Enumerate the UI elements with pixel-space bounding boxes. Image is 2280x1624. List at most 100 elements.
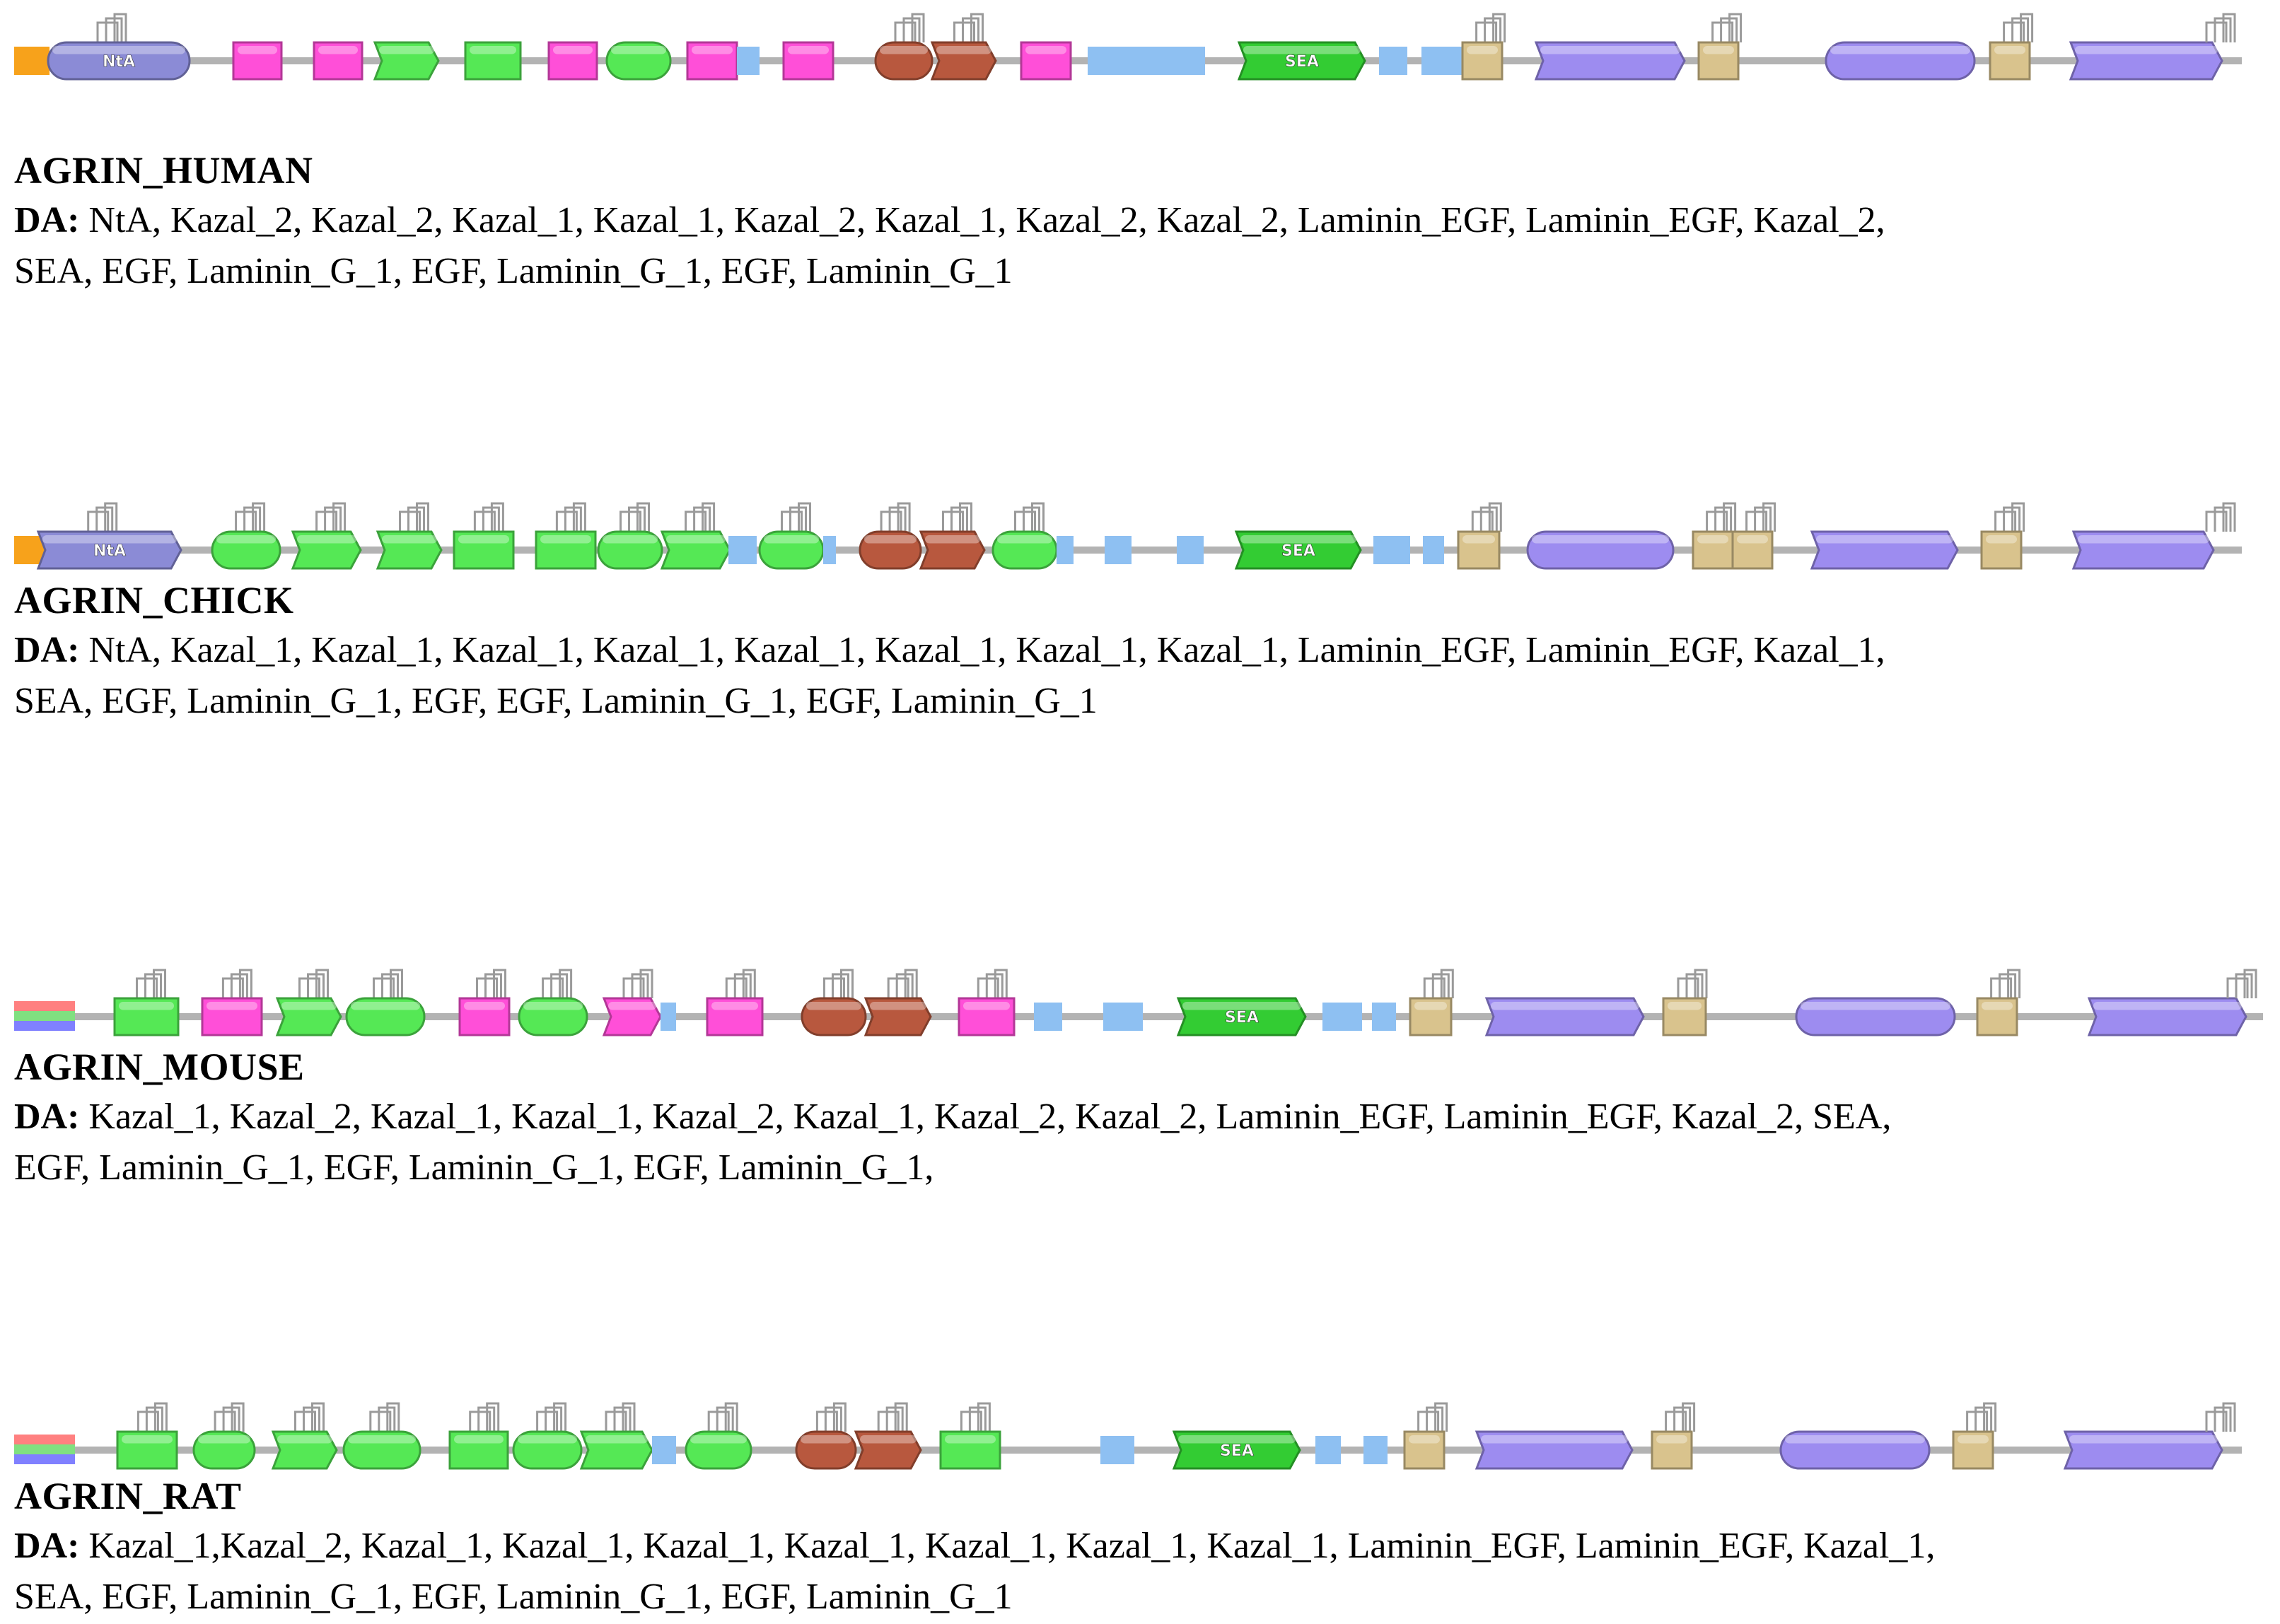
disulfide-bond-marker xyxy=(373,969,403,998)
domain-sheen xyxy=(1414,1002,1447,1010)
domain-sheen xyxy=(925,535,980,544)
domain-sheen xyxy=(1703,46,1734,54)
domain-track-mouse: SEA xyxy=(0,933,2280,1075)
domain-sheen xyxy=(348,1435,416,1444)
domain-laminin-egf xyxy=(874,41,933,81)
domain-low-complexity xyxy=(1421,47,1465,75)
domain-sheen xyxy=(1182,1002,1301,1010)
domain-egf xyxy=(1457,530,1501,570)
domain-egf xyxy=(1697,41,1740,81)
domain-kazal-1 xyxy=(192,1430,256,1470)
domain-laminin-g-1 xyxy=(1475,1430,1634,1470)
domain-laminin-egf xyxy=(863,997,932,1036)
domain-laminin-egf xyxy=(854,1430,922,1470)
disulfide-bond-marker xyxy=(1677,969,1708,998)
domain-kazal-1 xyxy=(271,1430,338,1470)
domain-sheen xyxy=(586,1435,648,1444)
domain-kazal-1 xyxy=(685,1430,752,1470)
domain-sheen xyxy=(42,535,177,544)
domain-low-complexity xyxy=(1105,536,1132,564)
domain-sheen xyxy=(1243,46,1361,54)
protein-name: AGRIN_MOUSE xyxy=(14,1046,305,1088)
domain-low-complexity xyxy=(823,536,836,564)
domain-sheen xyxy=(788,46,829,54)
domain-sheen xyxy=(1178,1435,1296,1444)
domain-label: NtA xyxy=(103,53,135,71)
disulfide-bond-marker xyxy=(1745,502,1776,532)
domain-sea xyxy=(1172,1430,1301,1470)
domain-laminin-g-1 xyxy=(1825,41,1976,81)
disulfide-bond-marker xyxy=(214,1402,245,1432)
domain-egf xyxy=(1989,41,2031,81)
domain-kazal-2 xyxy=(706,997,764,1036)
domain-diagram-mouse: SEA xyxy=(14,969,2263,1036)
domain-kazal-1 xyxy=(373,41,440,81)
disulfide-bond-marker xyxy=(2205,13,2236,42)
domain-sheen xyxy=(1982,1002,2013,1010)
domain-nta xyxy=(36,530,182,570)
disulfide-bond-marker xyxy=(399,502,429,532)
domain-laminin-g-1 xyxy=(1779,1430,1931,1470)
domain-kazal-1 xyxy=(579,1430,653,1470)
domain-kazal-1 xyxy=(113,997,180,1036)
domain-low-complexity xyxy=(1100,1436,1134,1464)
domain-laminin-g-1 xyxy=(1795,997,1956,1036)
disulfide-bond-marker xyxy=(2205,502,2236,532)
domain-kazal-1 xyxy=(342,1430,421,1470)
domain-architecture-text: DA: Kazal_1,Kazal_2, Kazal_1, Kazal_1, K… xyxy=(14,1521,2263,1623)
domain-sheen xyxy=(690,1435,747,1444)
domain-low-complexity xyxy=(728,536,757,564)
domain-sheen xyxy=(1462,535,1495,544)
domain-sheen xyxy=(764,535,819,544)
transmembrane-marker xyxy=(14,1011,75,1021)
disulfide-bond-marker xyxy=(880,502,911,532)
disulfide-bond-marker xyxy=(823,969,854,998)
domain-sheen xyxy=(1240,535,1356,544)
domain-architecture-text: DA: NtA, Kazal_1, Kazal_1, Kazal_1, Kaza… xyxy=(14,625,2263,727)
domain-kazal-1 xyxy=(116,1430,178,1470)
disulfide-bond-marker xyxy=(476,969,506,998)
disulfide-bond-marker xyxy=(294,1402,325,1432)
domain-low-complexity xyxy=(1088,47,1205,75)
domain-kazal-1 xyxy=(211,530,281,570)
domain-sheen xyxy=(216,535,276,544)
domain-kazal-1 xyxy=(939,1430,1001,1470)
disulfide-bond-marker xyxy=(1417,1402,1448,1432)
domain-egf xyxy=(1403,1430,1446,1470)
domain-kazal-1 xyxy=(275,997,342,1036)
domain-kazal-2 xyxy=(313,41,363,81)
domain-laminin-g-1 xyxy=(2071,530,2215,570)
da-line-2: SEA, EGF, Laminin_G_1, EGF, Laminin_G_1,… xyxy=(14,1577,1013,1617)
protein-name: AGRIN_CHICK xyxy=(14,579,294,621)
disulfide-bond-marker xyxy=(725,969,756,998)
domain-sheen xyxy=(1994,46,2025,54)
domain-egf xyxy=(1409,997,1453,1036)
domain-sheen xyxy=(936,46,991,54)
domain-low-complexity xyxy=(737,47,760,75)
domain-laminin-g-1 xyxy=(1484,997,1645,1036)
da-line-2: SEA, EGF, Laminin_G_1, EGF, EGF, Laminin… xyxy=(14,681,1098,721)
domain-laminin-egf xyxy=(801,997,867,1036)
domain-label: NtA xyxy=(93,542,126,560)
domain-sheen xyxy=(523,1002,583,1010)
domain-sheen xyxy=(318,46,358,54)
domain-sheen xyxy=(997,535,1052,544)
domain-kazal-1 xyxy=(345,997,426,1036)
domain-laminin-egf xyxy=(795,1430,857,1470)
disulfide-bond-marker xyxy=(136,1402,168,1432)
da-line-1: Kazal_1, Kazal_2, Kazal_1, Kazal_1, Kaza… xyxy=(88,1097,1892,1137)
disulfide-bond-marker xyxy=(2205,1402,2236,1432)
domain-label: SEA xyxy=(1220,1442,1254,1460)
domain-sheen xyxy=(2078,535,2209,544)
disulfide-bond-marker xyxy=(707,1402,738,1432)
disulfide-bond-marker xyxy=(1966,1402,1997,1432)
domain-sheen xyxy=(611,46,666,54)
domain-sheen xyxy=(711,1002,758,1010)
domain-sheen xyxy=(1532,535,1669,544)
disulfide-bond-marker xyxy=(620,502,650,532)
domain-sheen xyxy=(382,535,437,544)
disulfide-bond-marker xyxy=(1994,502,2025,532)
domain-sheen xyxy=(553,46,593,54)
